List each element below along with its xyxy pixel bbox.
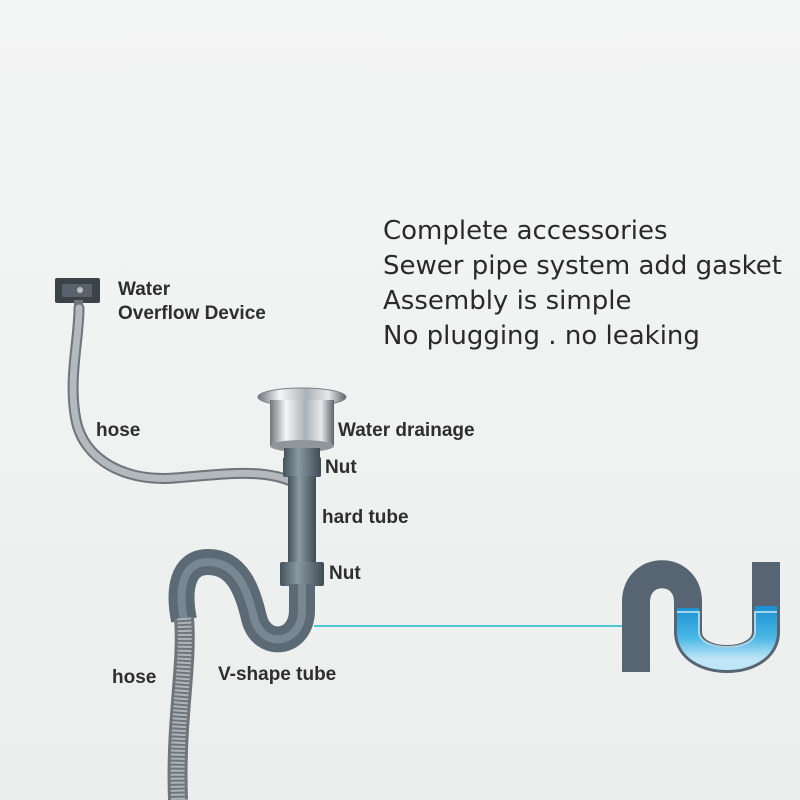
water-seal-inset (622, 560, 780, 673)
feature-list: Complete accessories Sewer pipe system a… (383, 214, 782, 354)
label-overflow-line1: Water (118, 279, 171, 300)
feature-item: Complete accessories (383, 216, 668, 246)
upper-nut (283, 457, 321, 477)
label-hard-tube: hard tube (322, 507, 409, 528)
label-hose-bottom: hose (112, 667, 157, 688)
label-nut-bottom: Nut (329, 563, 361, 584)
feature-item: Sewer pipe system add gasket (383, 251, 782, 281)
water-drainage-strainer (257, 387, 347, 460)
label-hose-top: hose (96, 420, 141, 441)
lower-hose (167, 617, 195, 800)
feature-item: Assembly is simple (383, 286, 632, 316)
label-water-drainage: Water drainage (338, 420, 475, 441)
feature-item: No plugging . no leaking (383, 321, 700, 351)
label-v-shape-tube: V-shape tube (218, 664, 337, 685)
hard-tube (288, 476, 316, 564)
label-overflow-line2: Overflow Device (118, 303, 266, 324)
lower-nut (280, 562, 324, 586)
label-nut-top: Nut (325, 457, 357, 478)
